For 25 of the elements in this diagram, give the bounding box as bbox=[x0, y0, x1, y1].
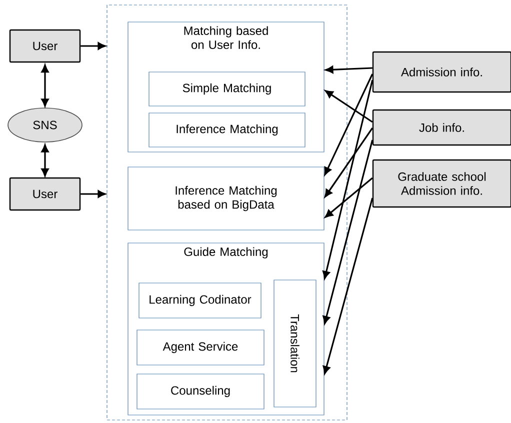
arrow bbox=[324, 177, 373, 218]
arrow bbox=[80, 190, 106, 198]
arrow bbox=[322, 80, 374, 280]
arrow bbox=[80, 42, 106, 50]
process-box: Agent Service bbox=[136, 330, 264, 366]
process-box: Learning Codinator bbox=[138, 282, 262, 318]
process-box: Simple Matching bbox=[148, 72, 306, 106]
arrow bbox=[324, 128, 374, 198]
arrow bbox=[325, 90, 373, 123]
arrow bbox=[41, 64, 49, 107]
source-box: Graduate school Admission info. bbox=[372, 159, 511, 208]
process-box: Counseling bbox=[136, 374, 264, 410]
source-box: Admission info. bbox=[372, 51, 511, 93]
arrow bbox=[41, 144, 49, 176]
source-box: Job info. bbox=[372, 109, 511, 146]
dashed-frame bbox=[106, 4, 348, 420]
source-box: User bbox=[9, 177, 81, 211]
arrow bbox=[324, 74, 374, 176]
arrow bbox=[325, 66, 372, 74]
vertical-box: Translation bbox=[274, 280, 316, 408]
source-box: User bbox=[9, 29, 81, 63]
process-box: Inference Matching based on BigData bbox=[128, 166, 324, 230]
arrow bbox=[322, 140, 374, 324]
arrow bbox=[322, 198, 374, 374]
process-box: Inference Matching bbox=[148, 112, 306, 148]
